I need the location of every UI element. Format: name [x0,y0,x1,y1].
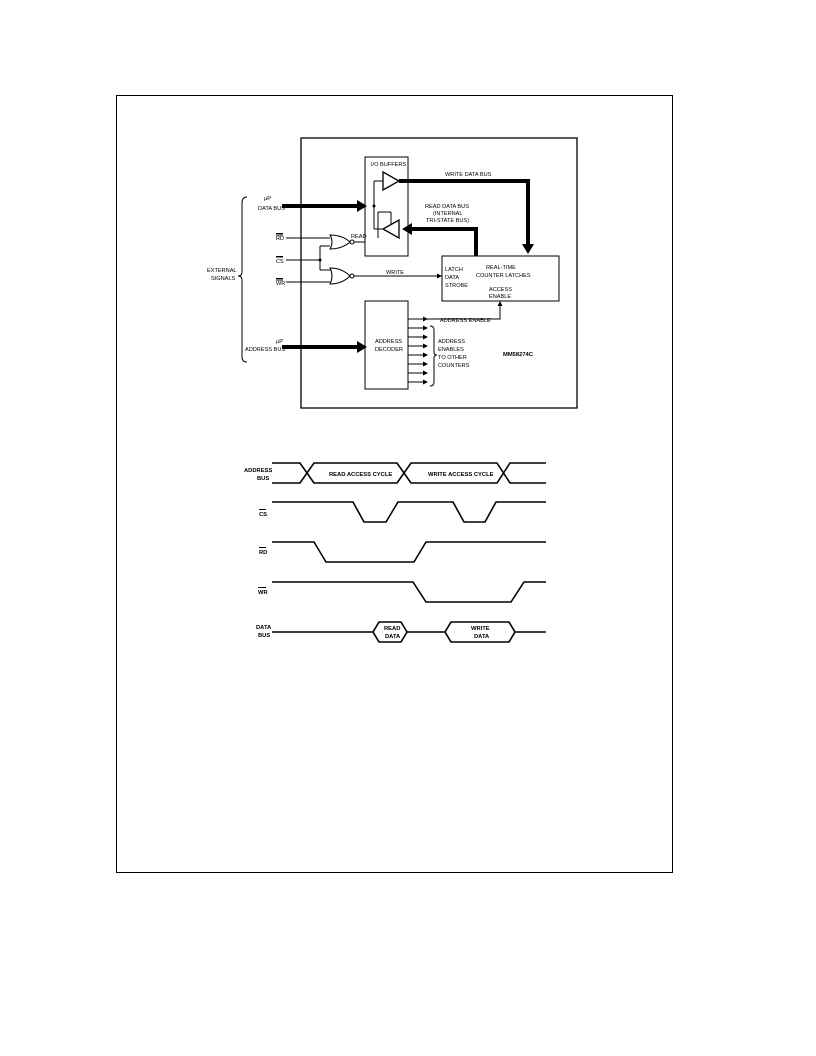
address-decoder-label-2: DECODER [375,347,403,353]
rd-waveform [272,541,546,563]
write-data-bus-label: WRITE DATA BUS [445,172,492,178]
block-diagram: I/O BUFFERS µP DATA BUS WRITE DATA BUS [207,137,578,409]
wr-waveform [272,581,546,603]
write-buffer-triangle [382,170,401,192]
io-buffers-label: I/O BUFFERS [371,162,406,168]
latch-label-3: STROBE [445,283,468,289]
up-address-bus-mu: µP [276,339,283,345]
external-signals-1: EXTERNAL [207,268,237,274]
read-data-label-1: READ [384,626,400,632]
realtime-label-1: REAL-TIME [486,265,516,271]
address-enables-label-1: ADDRESS [438,339,465,345]
address-decoder-box [364,300,409,390]
counter-latches-box [441,255,560,302]
figure-frame [116,95,673,873]
cs-timing-label: CS [259,512,267,518]
latch-label-2: DATA [445,275,459,281]
write-data-bus-line [399,179,530,247]
address-enables-label-3: TO OTHER [438,355,467,361]
address-enables-label-4: COUNTERS [438,363,470,369]
access-enable-label-2: ENABLE [489,294,511,300]
wr-timing-label: WR [258,590,268,596]
data-bus-label-1: DATA [256,625,272,631]
decoder-outputs [408,316,428,385]
cs-waveform [272,501,546,523]
up-data-bus-mu: µP [264,196,271,202]
write-data-label-2: DATA [474,634,490,640]
realtime-label-2: COUNTER LATCHES [476,273,531,279]
data-bus-label-2: BUS [258,633,270,639]
overbars [258,233,283,588]
chip-outline [300,137,578,409]
latch-label-1: LATCH [445,267,463,273]
address-decoder-label-1: ADDRESS [375,339,402,345]
rd-timing-label: RD [259,550,267,556]
read-data-bus-label-3: TRI-STATE BUS) [426,218,469,224]
rd-label: RD [276,236,284,242]
access-enable-label-1: ACCESS [489,287,512,293]
address-enable-label: ADDRESS ENABLE [440,318,491,324]
external-signals-2: SIGNALS [211,276,236,282]
timing-diagram: ADDRESS BUS READ ACCESS CYCLE WRITE ACCE… [244,462,546,643]
write-access-cycle-label: WRITE ACCESS CYCLE [428,472,494,478]
read-data-bus-label-1: READ DATA BUS [425,204,469,210]
wr-label: WR [276,281,285,287]
write-gate [329,267,351,285]
cs-label: CS [276,259,284,265]
write-data-label-1: WRITE [471,626,490,632]
address-enables-brace [429,325,438,387]
address-bus-label-1: ADDRESS [244,468,272,474]
io-buffers-box [364,156,409,257]
address-bus-waveform [272,462,546,484]
read-data-label-2: DATA [385,634,401,640]
up-data-bus-label: DATA BUS [258,206,285,212]
read-data-bus-label-2: (INTERNAL [433,211,463,217]
data-bus-waveform [272,621,546,643]
read-buffer-triangle [381,218,400,240]
part-number-label: MM58274C [503,352,534,358]
read-gate [329,234,351,250]
read-signal-label: READ [351,234,367,240]
address-bus-label-2: BUS [257,476,269,482]
up-address-bus-label: ADDRESS BUS [245,347,285,353]
external-signals-brace [237,196,248,363]
address-enable-line [427,305,501,320]
read-access-cycle-label: READ ACCESS CYCLE [329,472,392,478]
read-data-bus-line [410,227,478,256]
address-enables-label-2: ENABLES [438,347,464,353]
write-signal-label: WRITE [386,270,404,276]
